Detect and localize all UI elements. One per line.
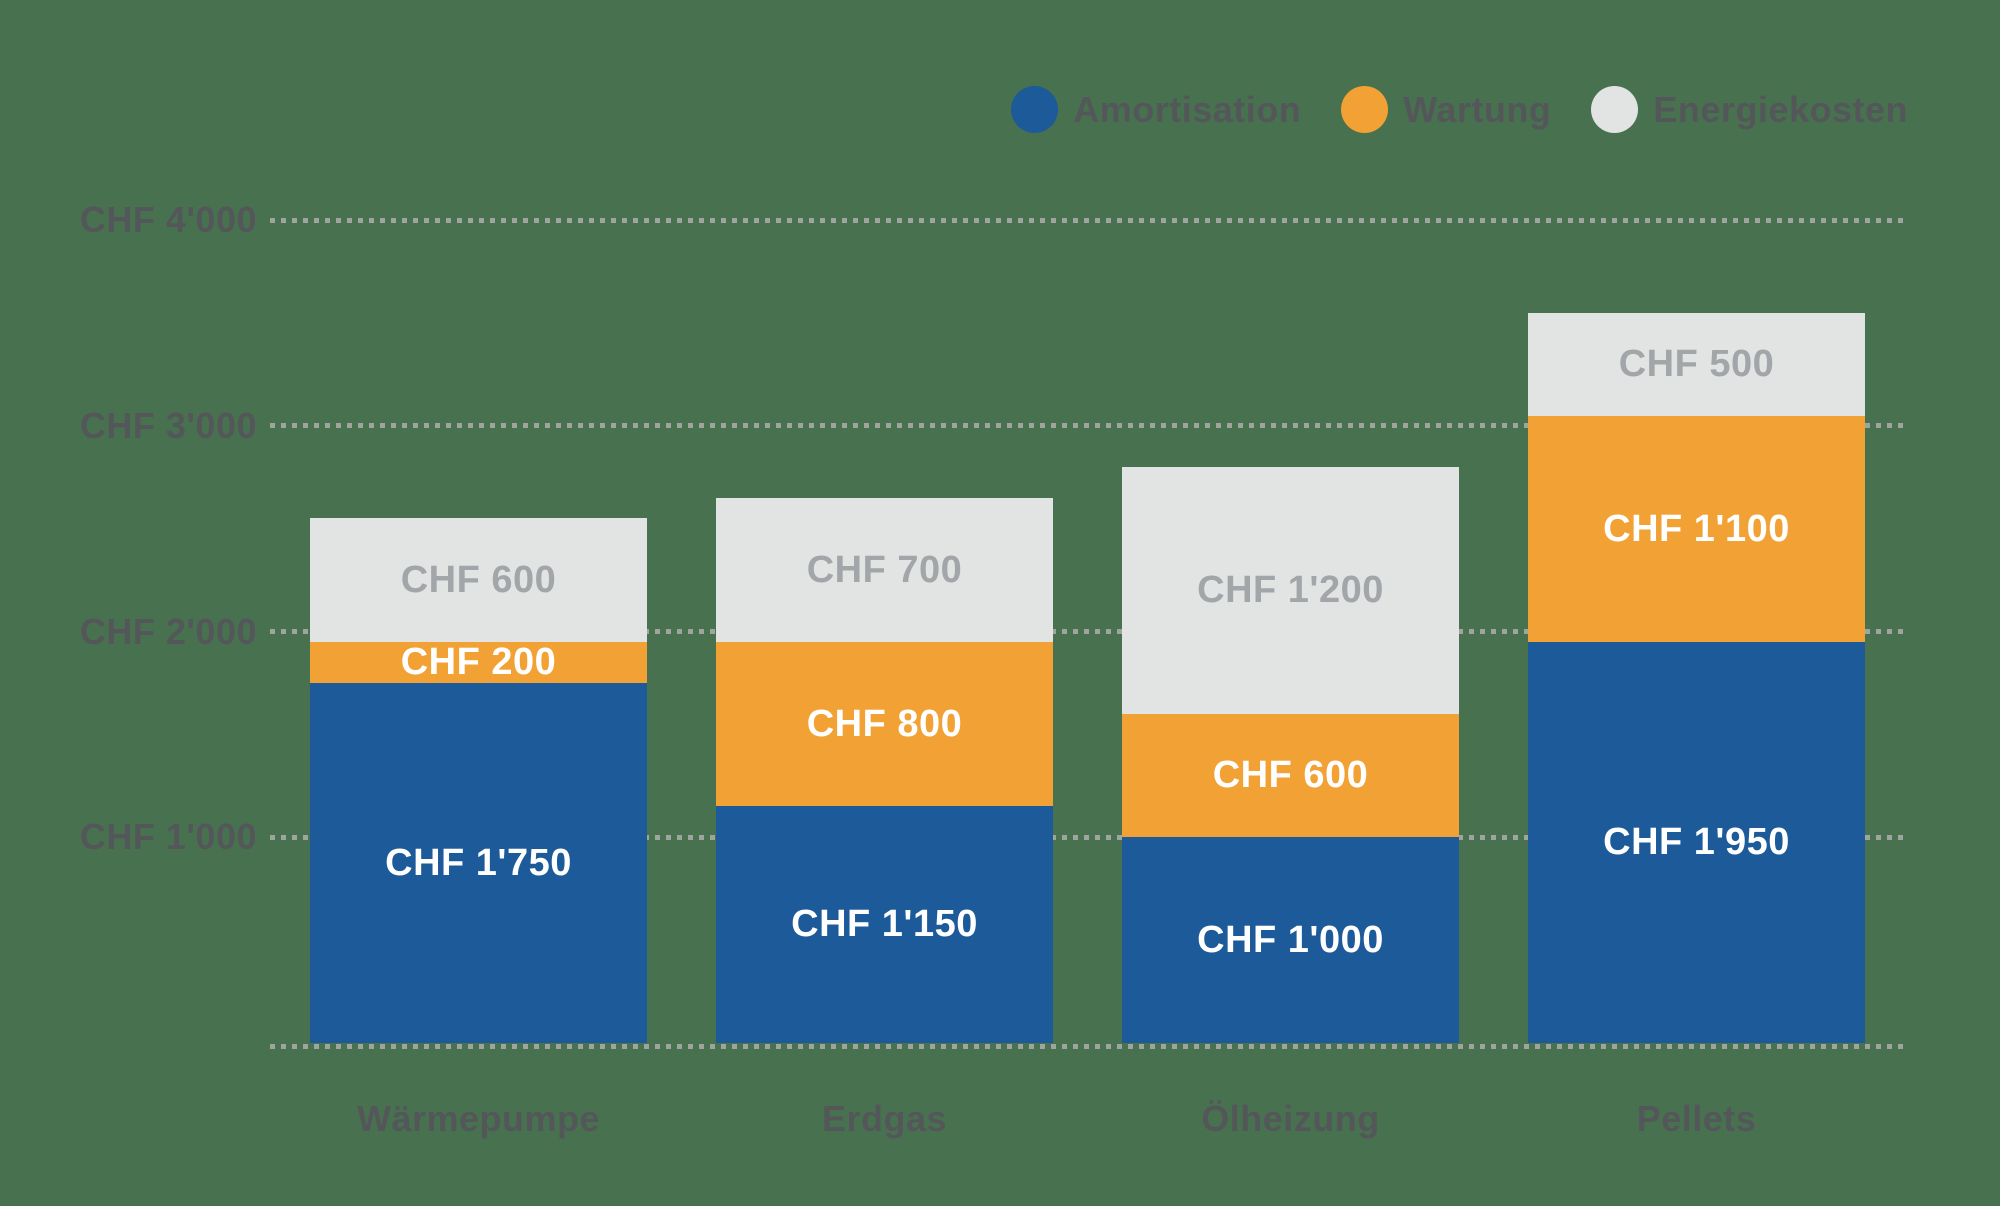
y-tick-label-4000: CHF 4'000 bbox=[79, 199, 257, 240]
bar-segment-erdgas-wartung: CHF 800 bbox=[716, 642, 1053, 806]
bar-segment-oelheizung-energiekosten: CHF 1'200 bbox=[1122, 467, 1459, 714]
segment-value-label: CHF 1'100 bbox=[1603, 507, 1790, 550]
gridline-4000 bbox=[270, 218, 1906, 223]
bar-segment-oelheizung-amortisation: CHF 1'000 bbox=[1122, 837, 1459, 1043]
bar-segment-pellets-wartung: CHF 1'100 bbox=[1528, 416, 1865, 642]
legend-label-energiekosten: Energiekosten bbox=[1653, 88, 1908, 130]
legend-label-wartung: Wartung bbox=[1403, 88, 1552, 130]
segment-value-label: CHF 200 bbox=[400, 641, 557, 683]
y-tick-label-2000: CHF 2'000 bbox=[79, 611, 257, 652]
gridline-3000 bbox=[270, 423, 1906, 428]
legend: Amortisation Wartung Energiekosten bbox=[1011, 86, 1908, 133]
bar-segment-waermepumpe-wartung: CHF 200 bbox=[310, 641, 647, 683]
legend-marker-amortisation-icon bbox=[1011, 86, 1059, 133]
legend-label-amortisation: Amortisation bbox=[1073, 88, 1302, 130]
legend-item-energiekosten: Energiekosten bbox=[1591, 86, 1908, 133]
y-tick-label-3000: CHF 3'000 bbox=[79, 405, 257, 446]
bar-segment-waermepumpe-amortisation: CHF 1'750 bbox=[310, 683, 647, 1043]
legend-marker-energiekosten-icon bbox=[1591, 86, 1639, 133]
category-label-erdgas: Erdgas bbox=[821, 1098, 948, 1139]
bar-segment-oelheizung-wartung: CHF 600 bbox=[1122, 714, 1459, 837]
segment-value-label: CHF 800 bbox=[806, 702, 963, 745]
bar-segment-pellets-amortisation: CHF 1'950 bbox=[1528, 642, 1865, 1043]
bar-segment-erdgas-energiekosten: CHF 700 bbox=[716, 498, 1053, 642]
bar-segment-erdgas-amortisation: CHF 1'150 bbox=[716, 806, 1053, 1043]
category-label-waermepumpe: Wärmepumpe bbox=[356, 1098, 601, 1139]
category-label-pellets: Pellets bbox=[1636, 1098, 1757, 1139]
y-tick-label-1000: CHF 1'000 bbox=[79, 816, 257, 857]
segment-value-label: CHF 1'750 bbox=[385, 841, 572, 884]
gridline-baseline bbox=[270, 1044, 1906, 1049]
segment-value-label: CHF 1'000 bbox=[1197, 918, 1384, 961]
segment-value-label: CHF 1'150 bbox=[791, 903, 978, 945]
segment-value-label: CHF 700 bbox=[806, 548, 963, 591]
bar-segment-pellets-energiekosten: CHF 500 bbox=[1528, 313, 1865, 416]
segment-value-label: CHF 600 bbox=[400, 558, 557, 601]
segment-value-label: CHF 500 bbox=[1618, 343, 1775, 385]
segment-value-label: CHF 600 bbox=[1212, 754, 1369, 796]
gridline-1000 bbox=[270, 835, 1906, 840]
legend-item-amortisation: Amortisation bbox=[1011, 86, 1301, 133]
gridline-2000 bbox=[270, 629, 1906, 634]
bar-segment-waermepumpe-energiekosten: CHF 600 bbox=[310, 518, 647, 642]
segment-value-label: CHF 1'950 bbox=[1603, 821, 1790, 863]
legend-item-wartung: Wartung bbox=[1341, 86, 1551, 133]
category-label-oelheizung: Ölheizung bbox=[1201, 1098, 1380, 1139]
segment-value-label: CHF 1'200 bbox=[1197, 569, 1384, 611]
legend-marker-wartung-icon bbox=[1341, 86, 1389, 133]
